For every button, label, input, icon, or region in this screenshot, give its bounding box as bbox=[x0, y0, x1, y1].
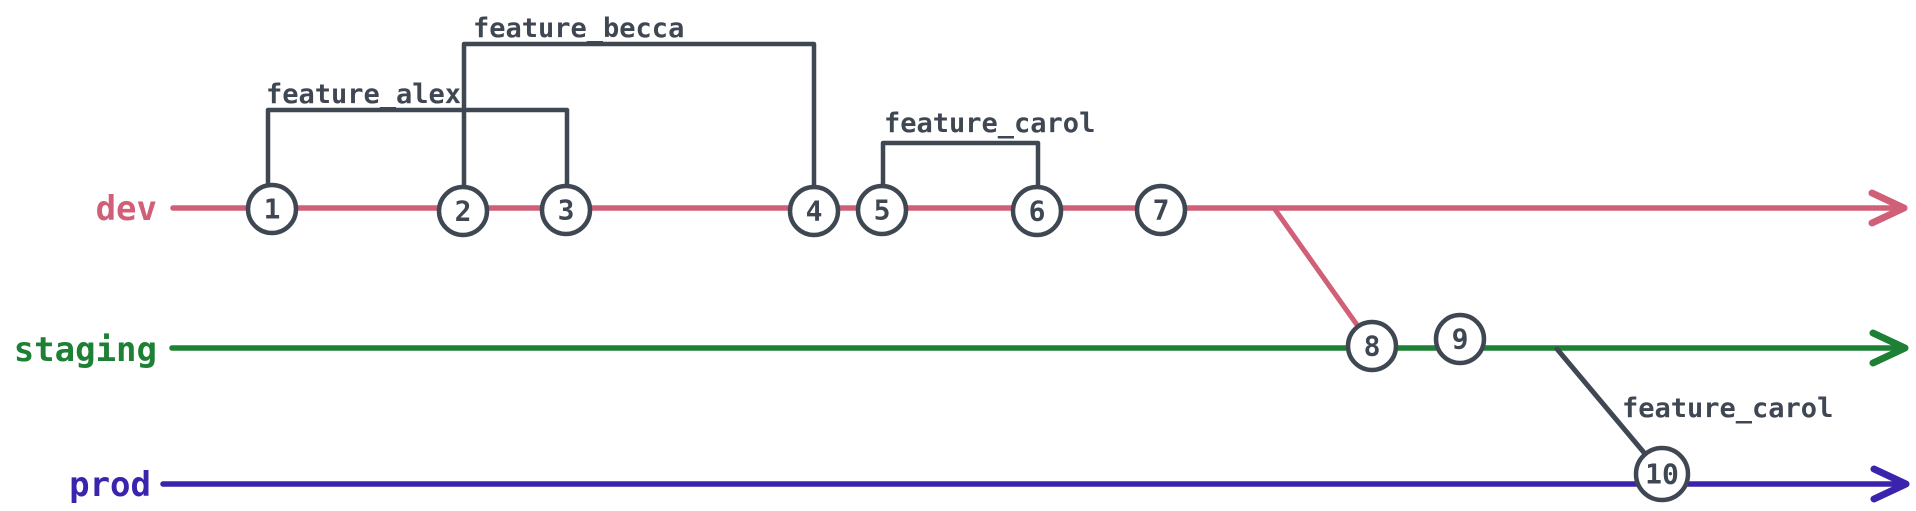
commit-node-9 bbox=[1433, 312, 1487, 366]
branch-label-dev: dev bbox=[96, 189, 157, 229]
commit-node-10 bbox=[1633, 445, 1691, 503]
arrowhead-icon-staging bbox=[1869, 329, 1909, 367]
feature-bracket-feature_becca bbox=[461, 41, 817, 214]
commit-number: 10 bbox=[1645, 458, 1679, 491]
commit-node-5 bbox=[855, 183, 909, 237]
arrowhead-icon-prod bbox=[1870, 465, 1910, 503]
commit-number: 1 bbox=[264, 193, 281, 226]
commit-number: 4 bbox=[806, 195, 823, 228]
feature-bracket-label: feature_carol bbox=[884, 108, 1095, 139]
commit-number: 3 bbox=[558, 194, 575, 227]
commit-node-2 bbox=[436, 184, 490, 238]
feature-bracket-feature_carol bbox=[880, 140, 1041, 214]
commit-node-8 bbox=[1345, 319, 1399, 373]
arrowhead-icon-dev bbox=[1868, 189, 1908, 227]
commit-number: 7 bbox=[1153, 194, 1170, 227]
commit-number: 2 bbox=[455, 195, 472, 228]
commit-number: 5 bbox=[874, 194, 891, 227]
branch-label-prod: prod bbox=[69, 465, 151, 505]
branch-label-staging: staging bbox=[14, 330, 157, 370]
commit-node-6 bbox=[1010, 184, 1064, 238]
commit-node-7 bbox=[1134, 183, 1188, 237]
feature-bracket-label: feature_becca bbox=[473, 13, 684, 44]
commit-number: 6 bbox=[1029, 195, 1046, 228]
feature-bracket-label: feature_alex bbox=[266, 79, 461, 110]
commit-node-3 bbox=[539, 183, 593, 237]
merge-label: feature_carol bbox=[1622, 393, 1833, 424]
feature-bracket-feature_alex bbox=[265, 107, 570, 213]
commit-node-1 bbox=[245, 182, 299, 236]
dev-to-staging-merge bbox=[1271, 205, 1375, 349]
commit-node-4 bbox=[787, 184, 841, 238]
commit-number: 9 bbox=[1452, 323, 1469, 356]
commit-number: 8 bbox=[1364, 330, 1381, 363]
